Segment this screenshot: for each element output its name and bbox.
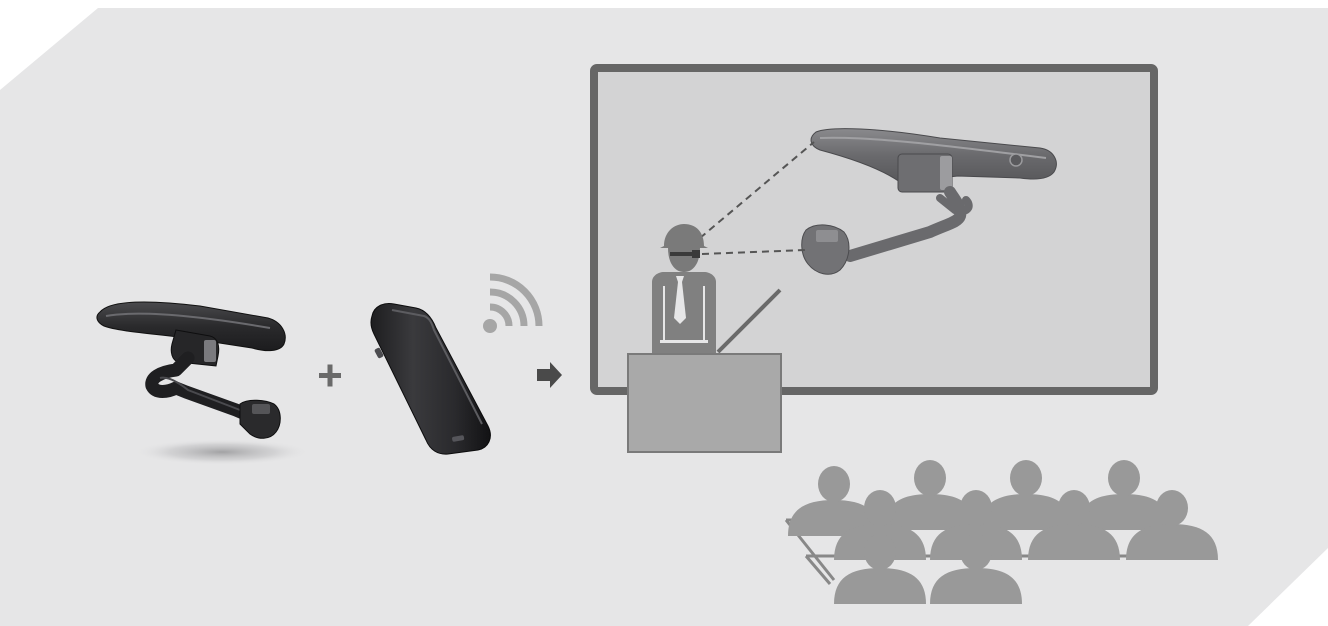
signal-dot	[483, 319, 497, 333]
podium	[628, 354, 781, 452]
headset-shadow	[134, 439, 310, 465]
